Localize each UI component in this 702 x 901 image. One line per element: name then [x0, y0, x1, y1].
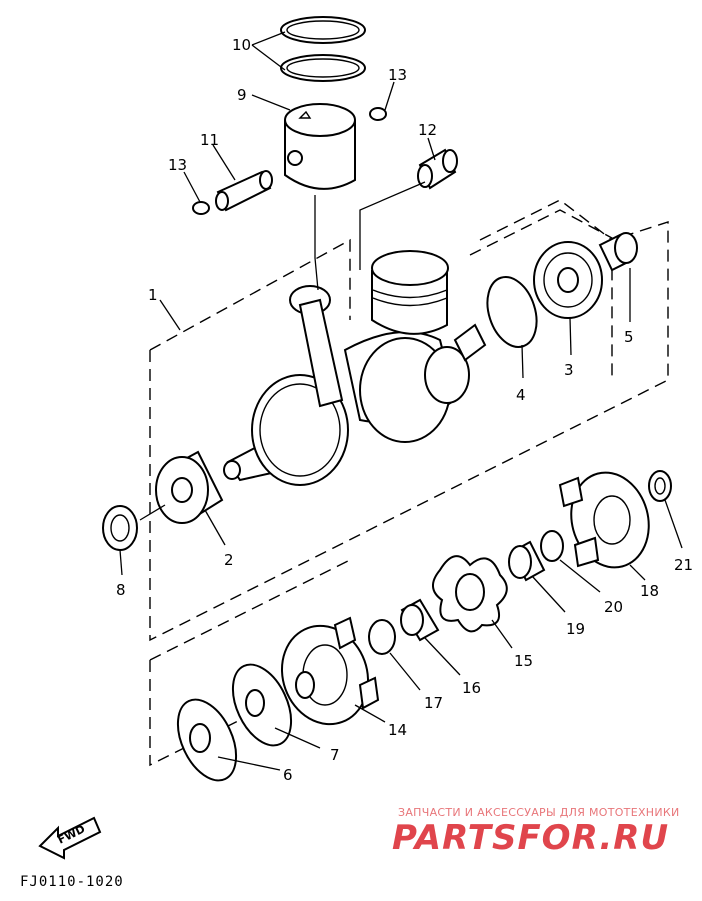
assembly-box-coupling [149, 559, 351, 767]
coupling-drive [558, 471, 650, 569]
label-10: 10 [232, 36, 251, 54]
assembly-box-bearing-right [469, 209, 613, 380]
label-14: 14 [388, 721, 407, 739]
piston-rings [280, 16, 366, 82]
label-11: 11 [200, 131, 219, 149]
bearing-left [155, 450, 224, 524]
reference-code: FJ0110-1020 [20, 874, 124, 890]
spacer-plate [176, 698, 238, 782]
crankshaft-assembly [223, 250, 487, 486]
coupling-housing [280, 616, 380, 726]
label-20: 20 [604, 598, 623, 616]
piston [284, 103, 356, 190]
label-7: 7 [330, 746, 340, 764]
part-labels: 10 9 13 11 12 13 1 4 3 5 2 8 6 7 14 17 1… [116, 36, 693, 784]
washer-plate [231, 663, 293, 747]
o-ring-medium [540, 530, 564, 562]
label-8: 8 [116, 581, 126, 599]
leader-lines [119, 31, 683, 771]
bearing-right [533, 241, 603, 319]
needle-bearing [417, 148, 458, 190]
label-18: 18 [640, 582, 659, 600]
watermark-tagline: ЗАПЧАСТИ И АКСЕССУАРЫ ДЛЯ МОТОТЕХНИКИ [398, 806, 680, 819]
thrust-washer [648, 470, 672, 502]
label-17: 17 [424, 694, 443, 712]
oil-seal [102, 505, 138, 551]
label-21: 21 [674, 556, 693, 574]
label-16: 16 [462, 679, 481, 697]
label-15: 15 [514, 652, 533, 670]
watermark-logo: PARTSFOR.RU [392, 818, 670, 858]
circlip-left [192, 201, 210, 215]
bushing [508, 540, 546, 582]
label-2: 2 [224, 551, 234, 569]
sleeve [400, 598, 440, 642]
rubber-damper [432, 555, 508, 633]
label-13-top: 13 [388, 66, 407, 84]
label-13-left: 13 [168, 156, 187, 174]
fwd-arrow-icon: FWD [36, 810, 106, 864]
piston-pin [215, 170, 273, 212]
circlip-right [369, 107, 387, 121]
label-19: 19 [566, 620, 585, 638]
assembly-box-crankshaft [149, 199, 669, 642]
label-1: 1 [148, 286, 158, 304]
label-9: 9 [237, 86, 247, 104]
collar [598, 232, 638, 272]
o-ring-small [368, 619, 396, 655]
label-6: 6 [283, 766, 293, 784]
label-3: 3 [564, 361, 574, 379]
label-12: 12 [418, 121, 437, 139]
label-5: 5 [624, 328, 634, 346]
snap-ring [486, 276, 538, 348]
label-4: 4 [516, 386, 526, 404]
